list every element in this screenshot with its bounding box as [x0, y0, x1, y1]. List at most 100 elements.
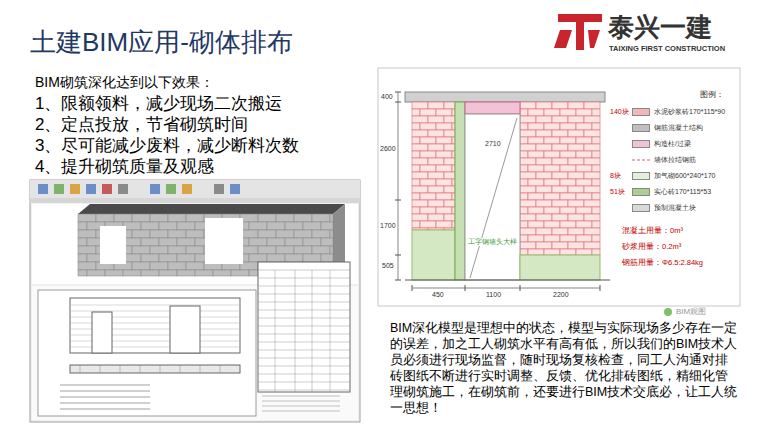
company-logo-part: [554, 30, 572, 48]
wall-3d-model-part: [78, 230, 96, 238]
brick-layout-part: [584, 242, 600, 249]
brick-layout-part: [420, 123, 436, 130]
software-screenshot-part: [38, 290, 256, 416]
brick-layout-part: [576, 207, 592, 214]
wall-3d-model-part: [267, 254, 285, 262]
legend-swatch: [632, 204, 650, 212]
legend-row: 实心砖170*115*53: [632, 188, 711, 196]
material-table: [258, 270, 350, 411]
brick-layout-part: [520, 186, 536, 193]
brick-layout-part: [420, 137, 436, 144]
brick-layout-part: [444, 158, 455, 165]
material-table-part: [258, 310, 350, 311]
wall-3d-model-part: [249, 238, 267, 246]
drawing-sheet-part: [60, 384, 150, 386]
legend-text: 墙体拉结钢筋: [654, 156, 696, 164]
brick-layout-part: [568, 130, 584, 137]
wall-3d-model-part: [159, 238, 177, 246]
brick-layout-part: [412, 214, 428, 221]
wall-3d-model-part: [249, 254, 267, 262]
drawing-sheet-part: [140, 365, 141, 373]
brick-layout-part: [552, 214, 568, 221]
brick-layout-part: [568, 144, 584, 151]
brick-layout-part: [436, 137, 452, 144]
list-item: 4、提升砌筑质量及观感: [35, 157, 214, 177]
brick-layout-part: [544, 137, 560, 144]
brick-layout-part: [412, 109, 420, 116]
dimension: 400: [381, 93, 393, 101]
elevation-drawing-part: [412, 285, 413, 291]
wall-3d-model-part: [312, 214, 330, 222]
brick-layout-part: [520, 179, 528, 186]
brick-layout-part: [520, 116, 536, 123]
software-screenshot-part: [78, 204, 345, 214]
brick-layout-part: [560, 165, 576, 172]
brick-layout-part: [552, 172, 568, 179]
drawing-sheet-part: [200, 365, 201, 373]
brick-layout-part: [576, 193, 592, 200]
wall-3d-model-part: [141, 238, 159, 246]
dimension: 2600: [380, 145, 396, 153]
elevation-drawing-part: [395, 102, 401, 103]
material-table-part: [258, 326, 350, 327]
brick-layout-part: [428, 116, 444, 123]
brick-layout-part: [560, 109, 576, 116]
wall-3d-model-part: [213, 270, 231, 276]
brick-layout-part: [520, 221, 528, 228]
material-table-part: [258, 302, 350, 303]
wall-3d-model-part: [186, 262, 204, 270]
brick-layout-part: [552, 200, 568, 207]
legend-swatch: [632, 140, 650, 148]
legend-line-sample: [632, 156, 650, 164]
brick-layout-part: [412, 158, 428, 165]
elevation-drawing-part: [398, 92, 399, 280]
wall-3d-model-part: [78, 214, 96, 222]
elevation-drawing-part: [455, 102, 465, 280]
brick-layout-part: [436, 179, 452, 186]
brick-layout-part: [560, 123, 576, 130]
wall-3d-model-part: [330, 230, 333, 238]
wall-3d-model-part: [249, 222, 267, 230]
material-table-part: [258, 270, 350, 271]
brick-layout-part: [444, 144, 455, 151]
brick-layout-part: [576, 109, 592, 116]
brick-layout-part: [544, 165, 560, 172]
brick-layout-part: [528, 207, 544, 214]
wall-3d-model-part: [294, 214, 312, 222]
material-table-part: [312, 270, 313, 392]
brick-layout-part: [536, 214, 552, 221]
wall-3d-model-part: [141, 222, 159, 230]
wall-3d-model-part: [132, 230, 150, 238]
brick-layout-part: [420, 207, 436, 214]
wall-3d-model-part: [123, 270, 141, 276]
brick-layout-part: [520, 102, 536, 109]
brick-layout-part: [436, 109, 452, 116]
drawing-sheet-part: [60, 396, 150, 398]
brick-layout-part: [520, 249, 528, 255]
wall-3d-model-part: [168, 214, 186, 222]
brick-layout-part: [536, 242, 552, 249]
brick-layout-part: [412, 207, 420, 214]
brick-layout-part: [544, 179, 560, 186]
brick-layout-part: [412, 137, 420, 144]
dimension: 1100: [486, 291, 501, 299]
brick-layout-part: [520, 235, 528, 242]
wall-3d-model-part: [285, 254, 303, 262]
brick-layout-part: [584, 200, 600, 207]
elevation-drawing-part: [405, 280, 610, 281]
wall-3d-model-part: [303, 222, 321, 230]
brick-layout-part: [592, 235, 600, 242]
elevation-drawing-part: [465, 114, 520, 280]
wall-3d-model-part: [312, 246, 330, 254]
brick-layout-part: [520, 123, 528, 130]
drawing-sheet-part: [60, 402, 150, 404]
brick-layout-part: [544, 151, 560, 158]
wall-3d-model-part: [168, 262, 186, 270]
legend-swatch: [632, 172, 650, 180]
drawing-sheet-part: [180, 365, 181, 373]
brick-layout-part: [436, 165, 452, 172]
brick-layout-part: [560, 207, 576, 214]
drawing-sheet-part: [220, 365, 221, 373]
brick-layout-part: [584, 172, 600, 179]
elevation-drawing-part: [465, 102, 520, 114]
